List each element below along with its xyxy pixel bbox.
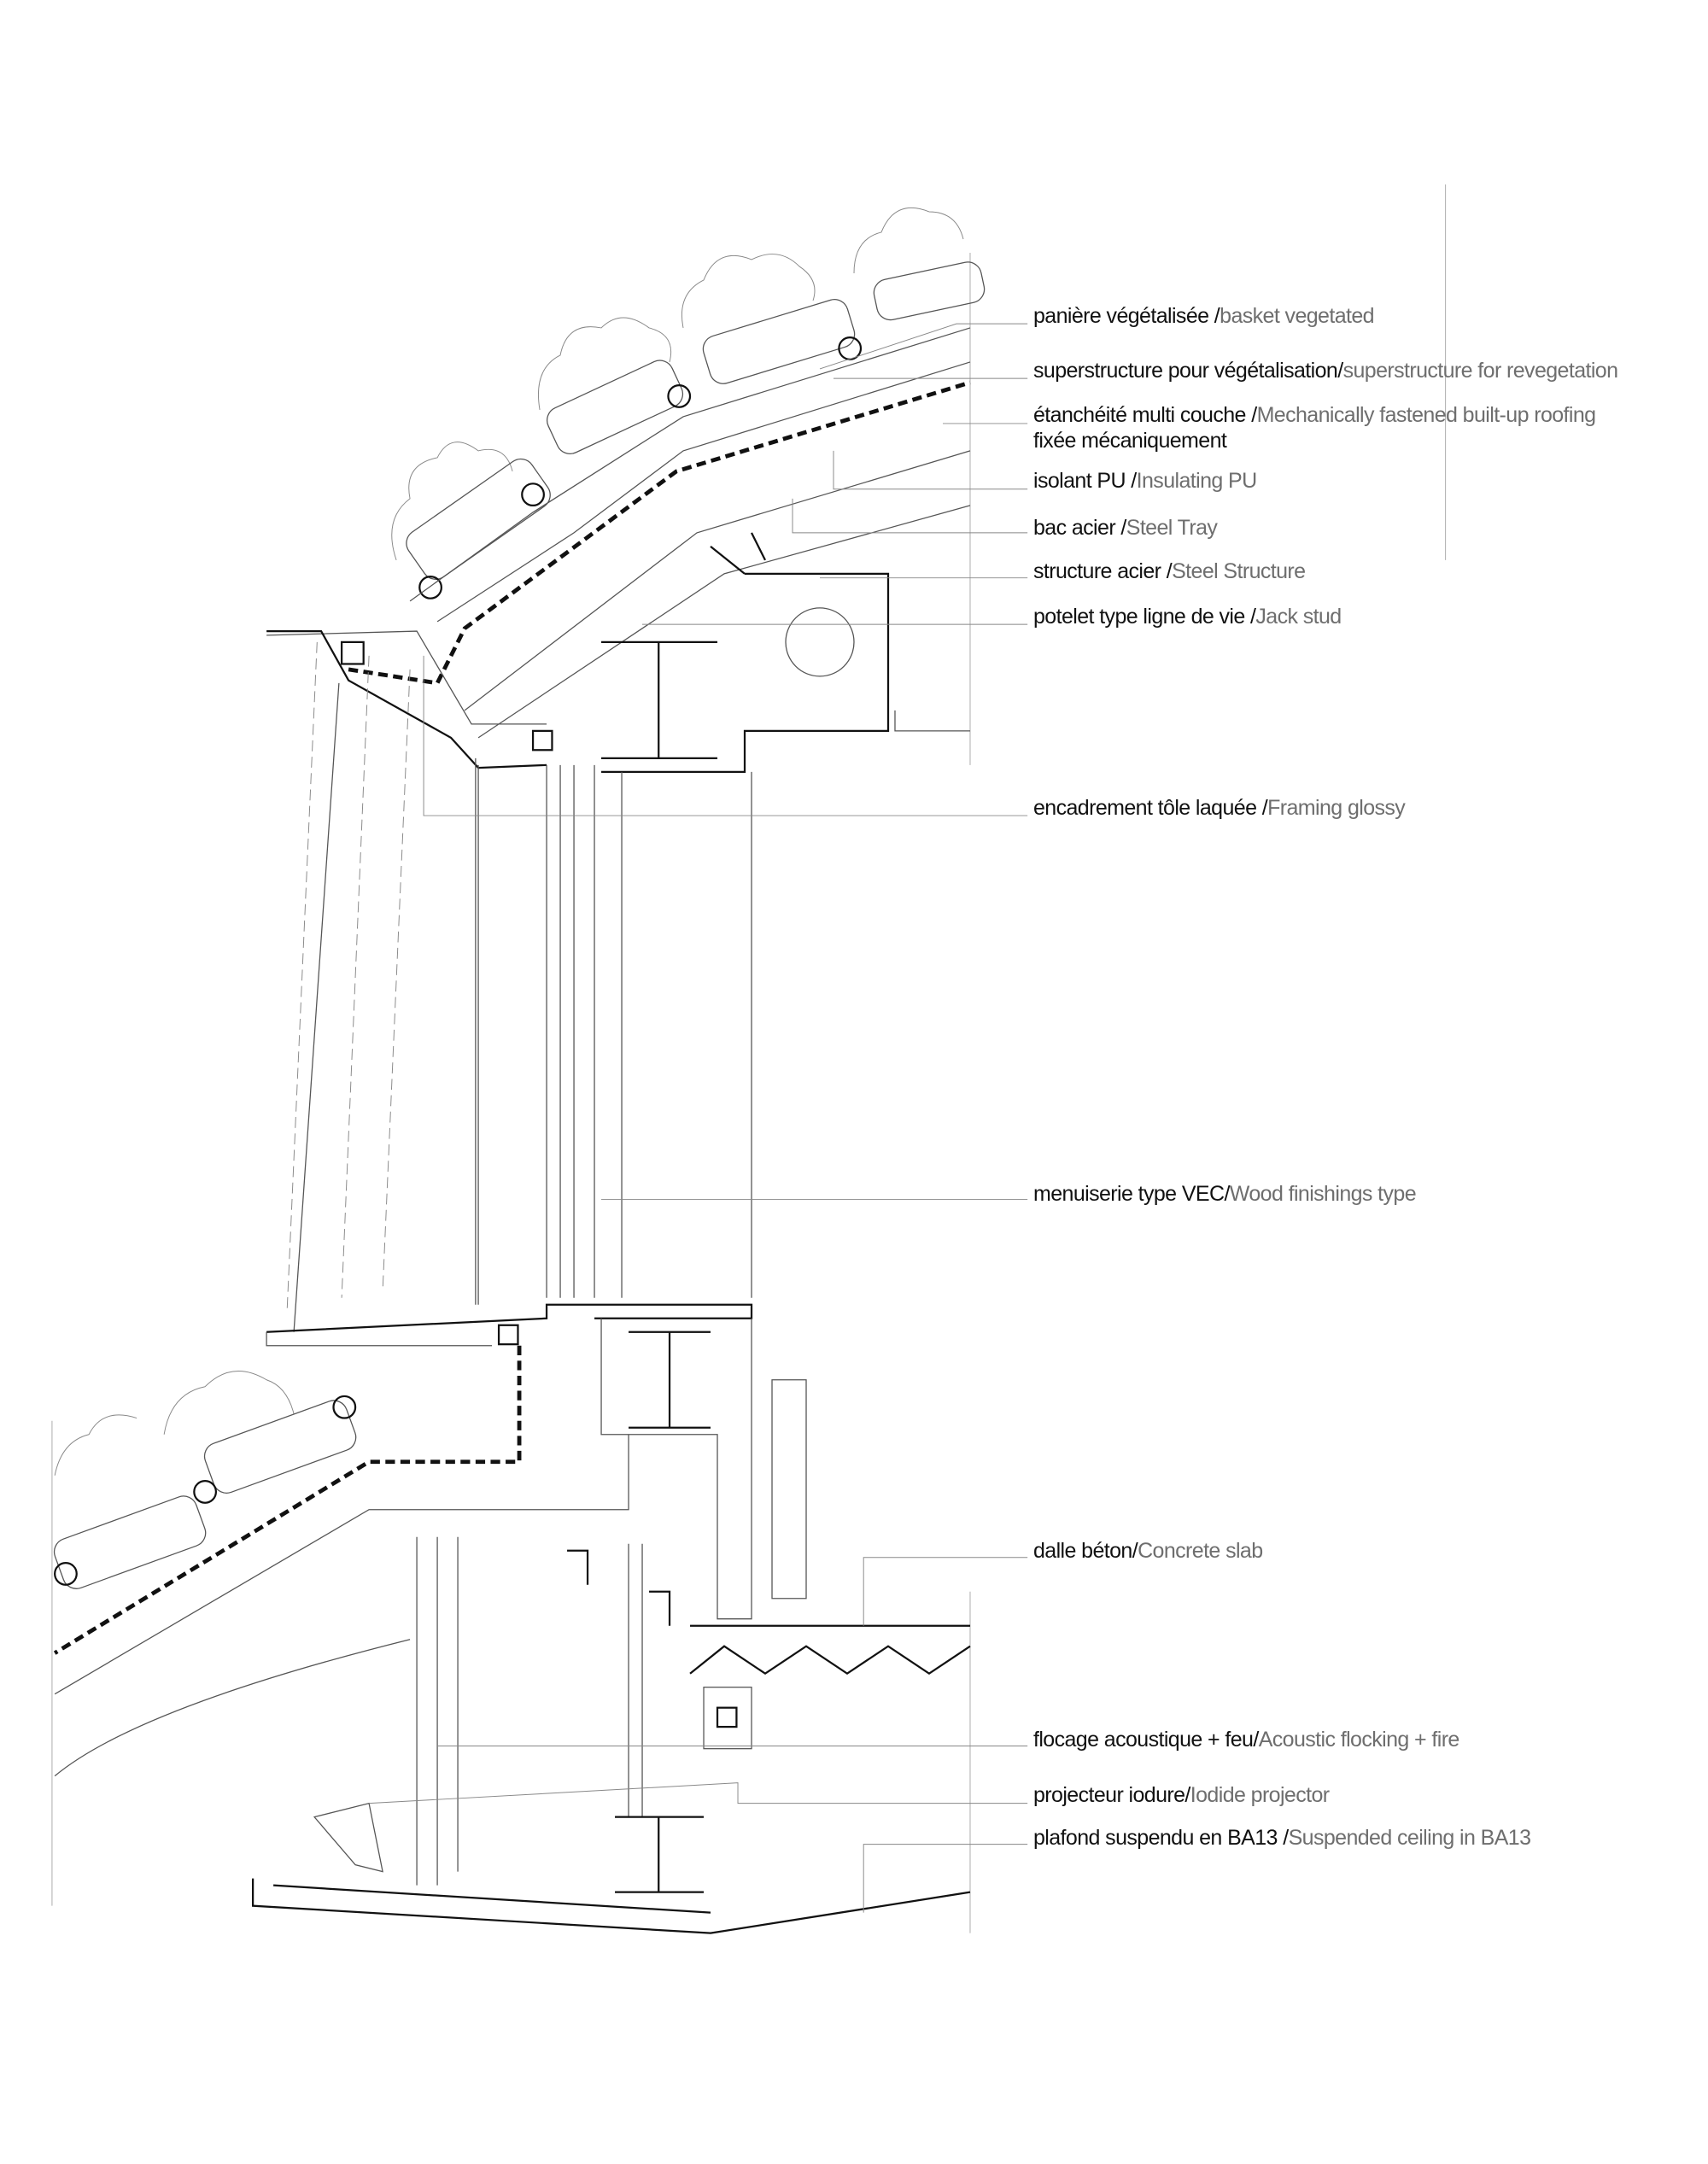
label-fr: étanchéité multi couche — [1033, 403, 1252, 427]
label-en: Jack stud — [1255, 605, 1342, 629]
label-sep: / — [1224, 1182, 1230, 1206]
vegetated-baskets — [53, 261, 986, 1589]
label-sep: / — [1337, 359, 1343, 383]
label-en: Suspended ceiling in BA13 — [1288, 1826, 1531, 1850]
label-fr: flocage acoustique + feu — [1033, 1728, 1254, 1752]
label-en: Steel Structure — [1172, 559, 1306, 583]
label-fr: plafond suspendu en BA13 — [1033, 1826, 1284, 1850]
label-fr: panière végétalisée — [1033, 304, 1214, 328]
label-sep: / — [1251, 403, 1257, 427]
label-en: Iodide projector — [1190, 1783, 1330, 1807]
label-sep: / — [1131, 469, 1137, 493]
label-fr: isolant PU — [1033, 469, 1132, 493]
leader-lines — [369, 323, 1028, 1913]
label-en: Concrete slab — [1138, 1539, 1263, 1563]
label-concrete-slab: dalle béton/Concrete slab — [1033, 1538, 1263, 1564]
upper-roof — [266, 327, 971, 773]
label-en: Wood finishings type — [1229, 1182, 1417, 1206]
boundary-lines — [51, 184, 1447, 1933]
label-en: Mechanically fastened built-up roofing — [1256, 403, 1596, 427]
label-fr: bac acier — [1033, 516, 1121, 540]
label-acoustic-flocking: flocage acoustique + feu/Acoustic flocki… — [1033, 1727, 1459, 1752]
label-en: Framing glossy — [1267, 796, 1406, 820]
label-sep: / — [1166, 559, 1173, 583]
label-superstructure: superstructure pour végétalisation/super… — [1033, 358, 1618, 383]
window-frame — [286, 641, 752, 1332]
label-en: Insulating PU — [1136, 469, 1258, 493]
label-en: Steel Tray — [1126, 516, 1218, 540]
label-sep: / — [1250, 605, 1256, 629]
label-sep: / — [1184, 1783, 1190, 1807]
vegetation-upper — [54, 208, 964, 1476]
label-sep: / — [1261, 796, 1268, 820]
label-en: superstructure for revegetation — [1342, 359, 1618, 383]
label-en: basket vegetated — [1220, 304, 1374, 328]
label-fr: menuiserie type VEC — [1033, 1182, 1225, 1206]
label-sep: / — [1214, 304, 1220, 328]
label-fr: projecteur iodure — [1033, 1783, 1185, 1807]
label-fr: encadrement tôle laquée — [1033, 796, 1262, 820]
label-fr-line2: fixée mécaniquement — [1033, 429, 1227, 453]
label-sep: / — [1253, 1728, 1259, 1752]
label-insulating-pu: isolant PU /Insulating PU — [1033, 468, 1257, 494]
label-steel-structure: structure acier /Steel Structure — [1033, 559, 1306, 584]
label-fr: dalle béton — [1033, 1539, 1132, 1563]
label-roofing: étanchéité multi couche /Mechanically fa… — [1033, 402, 1596, 453]
label-fr: potelet type ligne de vie — [1033, 605, 1251, 629]
label-sep: / — [1120, 516, 1126, 540]
label-framing-glossy: encadrement tôle laquée /Framing glossy — [1033, 795, 1406, 821]
label-iodide-projector: projecteur iodure/Iodide projector — [1033, 1782, 1330, 1808]
label-wood-finishings: menuiserie type VEC/Wood finishings type — [1033, 1181, 1417, 1207]
label-fr: superstructure pour végétalisation — [1033, 359, 1338, 383]
label-jack-stud: potelet type ligne de vie /Jack stud — [1033, 604, 1342, 629]
label-sep: / — [1132, 1539, 1138, 1563]
label-basket-vegetated: panière végétalisée /basket vegetated — [1033, 303, 1375, 329]
label-sep: / — [1283, 1826, 1289, 1850]
label-en: Acoustic flocking + fire — [1258, 1728, 1460, 1752]
label-fr: structure acier — [1033, 559, 1167, 583]
support-tubes — [54, 336, 863, 1586]
sill-and-slab — [53, 1303, 971, 1934]
label-steel-tray: bac acier /Steel Tray — [1033, 515, 1218, 541]
label-suspended-ceiling: plafond suspendu en BA13 /Suspended ceil… — [1033, 1825, 1531, 1851]
